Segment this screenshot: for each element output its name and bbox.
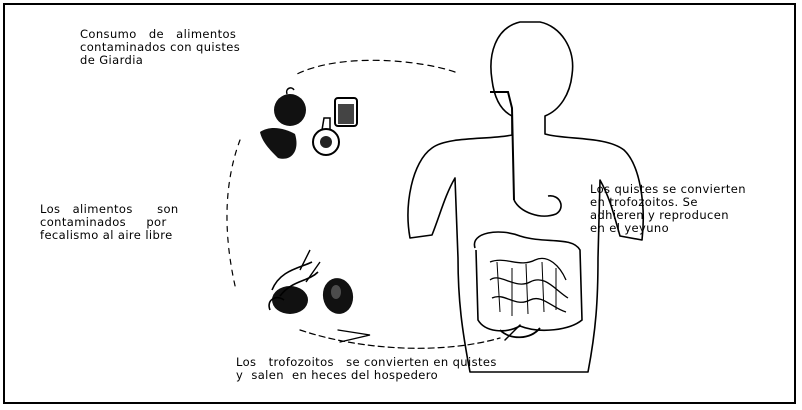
- label-line: de Giardia: [80, 54, 240, 67]
- contaminated-food-icon: [260, 88, 357, 159]
- cycle-arrow-icon: [300, 330, 500, 348]
- cycle-arrow-icon: [295, 60, 455, 75]
- digestive-tract-icon: [474, 92, 582, 337]
- label-line: y salen en heces del hospedero: [236, 369, 497, 382]
- giardia-cyst-icon: [269, 250, 356, 316]
- label-alimentos-contaminados: Los alimentos son contaminados por fecal…: [40, 203, 179, 242]
- label-trofozoitos-heces: Los trofozoitos se convierten en quistes…: [236, 356, 497, 382]
- label-line: fecalismo al aire libre: [40, 229, 179, 242]
- cycle-arrow-icon: [338, 330, 370, 342]
- cycle-arrow-icon: [227, 140, 240, 290]
- label-quistes-trofozoitos: Los quistes se convierten en trofozoitos…: [590, 183, 746, 235]
- label-line: en el yeyuno: [590, 222, 746, 235]
- label-consumo-alimentos: Consumo de alimentos contaminados con qu…: [80, 28, 240, 67]
